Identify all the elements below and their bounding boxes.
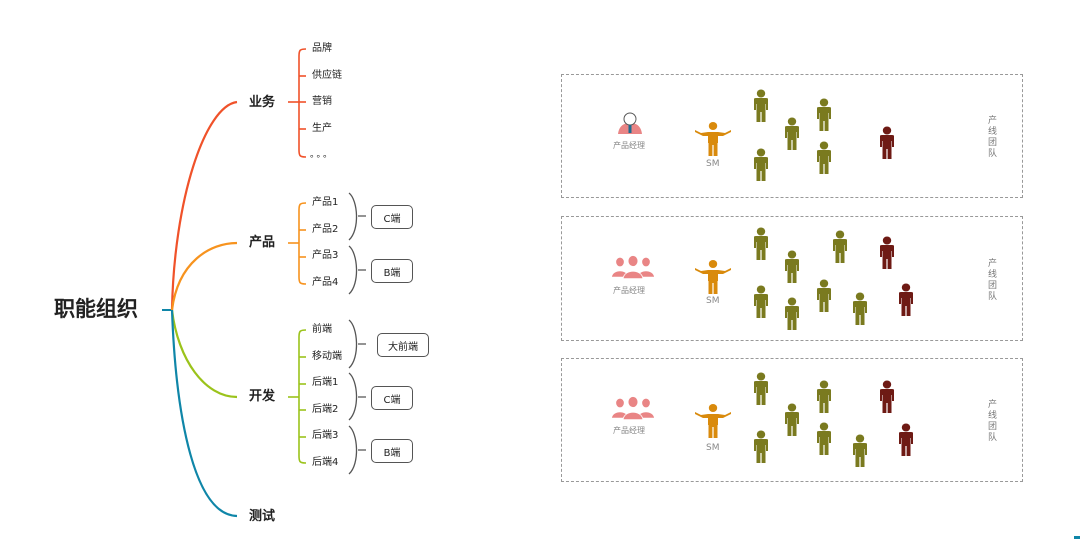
- bracket-business: [288, 48, 307, 158]
- group-dev-b: B端: [371, 439, 413, 463]
- bracket-product: [288, 202, 307, 285]
- leaf-frontend: 前端: [312, 324, 332, 335]
- scrum-master-icon: [693, 403, 733, 443]
- team-member-icon: [814, 380, 834, 418]
- connector-business: [170, 100, 238, 311]
- pm-label-1: 产品经理: [613, 141, 645, 150]
- team-member-icon: [782, 117, 802, 155]
- group-product-b: B端: [371, 259, 413, 283]
- sm-label-2: SM: [706, 296, 720, 306]
- leaf-supply-chain: 供应链: [312, 70, 342, 81]
- sm-label-3: SM: [706, 443, 720, 453]
- special-member-icon: [896, 423, 916, 461]
- sm-label-1: SM: [706, 159, 720, 169]
- leaf-marketing: 营销: [312, 96, 332, 107]
- team-member-icon: [751, 89, 771, 127]
- leaf-product-4: 产品4: [312, 277, 339, 288]
- team-box-1: [561, 74, 1023, 198]
- special-member-icon: [877, 126, 897, 164]
- team-member-icon: [782, 403, 802, 441]
- group-dev-bigfront: 大前端: [377, 333, 429, 357]
- team-member-icon: [830, 230, 850, 268]
- group-brackets: [348, 192, 366, 475]
- mind-map-connectors: [162, 48, 366, 518]
- branch-dev: 开发: [249, 389, 276, 404]
- bracket-dev: [288, 329, 307, 464]
- team-member-icon: [814, 422, 834, 460]
- team-member-icon: [814, 141, 834, 179]
- group-dev-c: C端: [371, 386, 413, 410]
- product-manager-icon: [617, 112, 643, 138]
- mind-map: 职能组织 业务 产品 开发 测试 品牌 供应链 营销 生产 。。。 产品1 产品…: [54, 43, 429, 524]
- leaf-mobile: 移动端: [312, 351, 342, 362]
- leaf-backend-4: 后端4: [312, 457, 339, 468]
- leaf-ellipsis: 。。。: [310, 150, 335, 160]
- pm-label-2: 产品经理: [613, 286, 645, 295]
- product-manager-group-icon: [609, 255, 657, 285]
- leaf-backend-3: 后端3: [312, 430, 339, 441]
- team-member-icon: [751, 148, 771, 186]
- branch-business: 业务: [249, 95, 276, 110]
- branch-product: 产品: [249, 235, 276, 250]
- team-box-3: [561, 358, 1023, 482]
- team-member-icon: [850, 434, 870, 472]
- team-box-2: [561, 216, 1023, 341]
- team-member-icon: [782, 297, 802, 335]
- team-member-icon: [814, 98, 834, 136]
- connector-test: [170, 309, 238, 518]
- special-member-icon: [877, 236, 897, 274]
- corner-mark: [1074, 536, 1080, 539]
- branch-test: 测试: [249, 509, 276, 524]
- team-member-icon: [782, 250, 802, 288]
- side-label-3: 产线团队: [988, 400, 998, 443]
- leaf-backend-2: 后端2: [312, 404, 339, 415]
- team-member-icon: [751, 285, 771, 323]
- side-label-2: 产线团队: [988, 259, 998, 302]
- leaf-production: 生产: [312, 123, 332, 134]
- team-member-icon: [751, 430, 771, 468]
- connector-dev: [170, 309, 238, 399]
- team-member-icon: [751, 372, 771, 410]
- leaf-product-1: 产品1: [312, 197, 339, 208]
- leaf-backend-1: 后端1: [312, 377, 339, 388]
- team-member-icon: [850, 292, 870, 330]
- leaf-product-2: 产品2: [312, 224, 339, 235]
- side-label-1: 产线团队: [988, 116, 998, 159]
- product-manager-group-icon: [609, 396, 657, 426]
- pm-label-3: 产品经理: [613, 426, 645, 435]
- scrum-master-icon: [693, 259, 733, 299]
- leaf-brand: 品牌: [312, 43, 332, 54]
- connector-product: [170, 241, 238, 311]
- team-member-icon: [814, 279, 834, 317]
- special-member-icon: [877, 380, 897, 418]
- leaf-product-3: 产品3: [312, 250, 339, 261]
- scrum-master-icon: [693, 121, 733, 161]
- team-member-icon: [751, 227, 771, 265]
- root-node: 职能组织: [54, 297, 138, 321]
- special-member-icon: [896, 283, 916, 321]
- group-product-c: C端: [371, 205, 413, 229]
